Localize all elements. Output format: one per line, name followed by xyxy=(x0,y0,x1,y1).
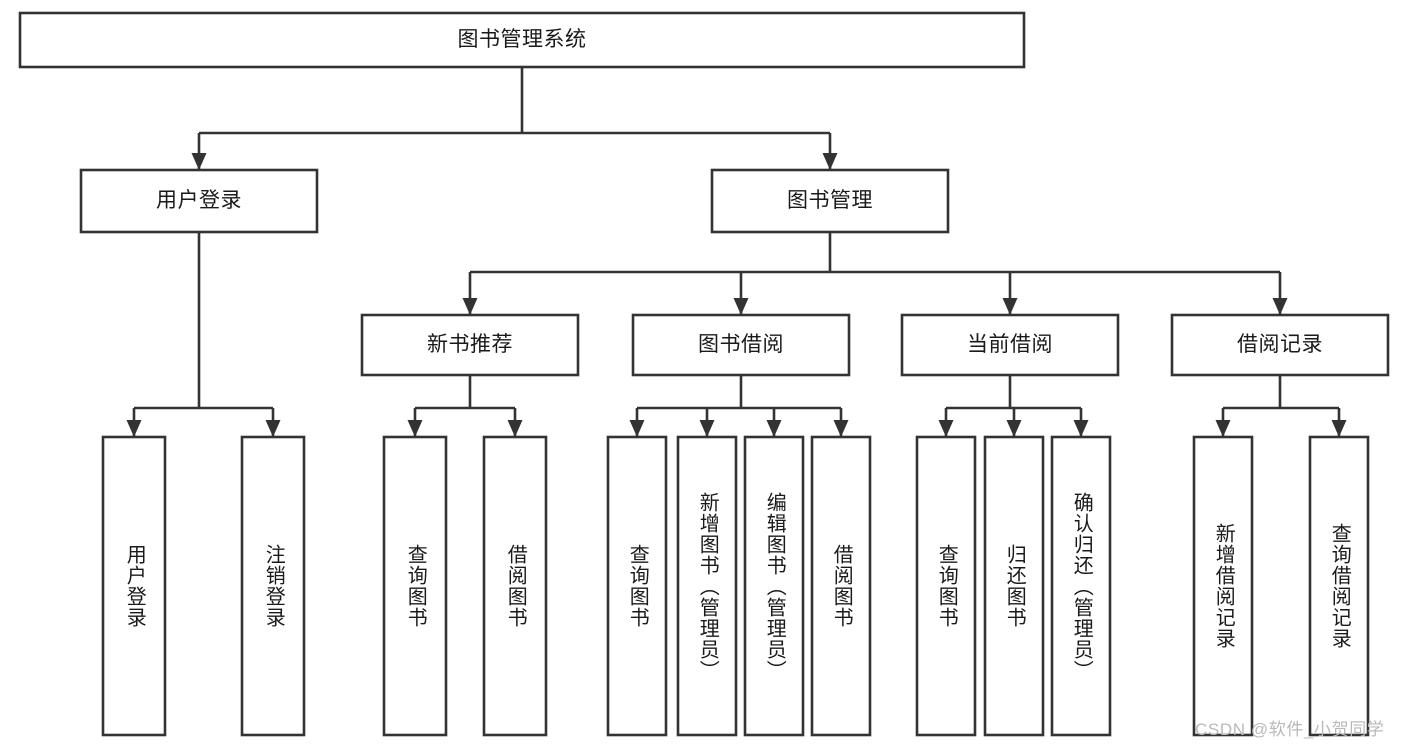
arrow-head-icon xyxy=(1272,298,1288,315)
arrow-head-icon xyxy=(407,420,423,437)
node-box-borrow-record[interactable] xyxy=(1170,313,1390,377)
node-box-leaf-user-login[interactable] xyxy=(101,435,167,737)
node-box-leaf-return-book[interactable] xyxy=(983,435,1045,737)
node-box-leaf-query-book-1[interactable] xyxy=(382,435,448,737)
arrow-head-icon xyxy=(1331,420,1347,437)
node-box-leaf-add-record[interactable] xyxy=(1192,435,1254,737)
arrow-head-icon xyxy=(507,420,523,437)
arrow-head-icon xyxy=(265,420,281,437)
node-box-book-management[interactable] xyxy=(710,168,950,234)
arrow-head-icon xyxy=(191,153,207,170)
arrow-head-icon xyxy=(1073,420,1089,437)
arrow-head-icon xyxy=(1002,298,1018,315)
arrow-head-icon xyxy=(766,420,782,437)
node-box-root[interactable] xyxy=(18,11,1026,69)
node-box-current-borrow[interactable] xyxy=(900,313,1120,377)
node-box-leaf-query-record[interactable] xyxy=(1308,435,1370,737)
node-box-leaf-edit-book[interactable] xyxy=(743,435,805,737)
arrow-head-icon xyxy=(629,420,645,437)
arrow-head-icon xyxy=(733,298,749,315)
arrow-head-icon xyxy=(833,420,849,437)
arrow-head-icon xyxy=(1006,420,1022,437)
arrow-head-icon xyxy=(938,420,954,437)
node-box-leaf-borrow-book-1[interactable] xyxy=(482,435,548,737)
node-box-user-login[interactable] xyxy=(79,168,319,234)
arrow-head-icon xyxy=(126,420,142,437)
arrow-head-icon xyxy=(699,420,715,437)
node-box-new-book-recommend[interactable] xyxy=(360,313,580,377)
arrow-head-icon xyxy=(1215,420,1231,437)
node-box-leaf-borrow-book-2[interactable] xyxy=(810,435,872,737)
node-box-leaf-logout[interactable] xyxy=(240,435,306,737)
node-box-book-borrow[interactable] xyxy=(631,313,851,377)
boxes-layer xyxy=(18,11,1390,737)
node-box-leaf-query-book-2[interactable] xyxy=(606,435,668,737)
arrow-head-icon xyxy=(462,298,478,315)
node-box-leaf-add-book[interactable] xyxy=(676,435,738,737)
node-box-leaf-query-book-3[interactable] xyxy=(915,435,977,737)
node-box-leaf-confirm-return[interactable] xyxy=(1050,435,1112,737)
connectors-layer xyxy=(126,67,1347,437)
arrow-head-icon xyxy=(822,153,838,170)
